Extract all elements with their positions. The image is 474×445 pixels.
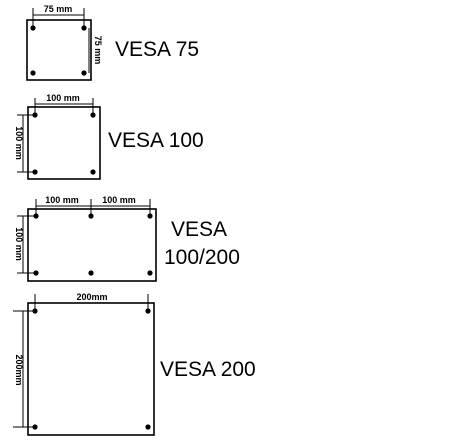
vesa-200-hole-bottom-right xyxy=(145,424,151,430)
vesa-200-dim-horizontal: 200mm xyxy=(76,292,107,302)
vesa-100-200-hole-top-middle xyxy=(88,213,94,219)
vesa-100-group: 100 mm 100 mm VESA 100 xyxy=(14,93,204,180)
vesa-100-200-group: 100 mm 100 mm 100 mm VESA 100/200 xyxy=(14,195,240,282)
vesa-100-plate xyxy=(27,106,101,180)
vesa-100-200-hole-bottom-left xyxy=(33,270,39,276)
vesa-100-200-dim-horizontal-right: 100 mm xyxy=(102,195,136,205)
vesa-200-hole-bottom-left xyxy=(32,424,38,430)
vesa-200-group: 200mm 200mm VESA 200 xyxy=(13,292,256,436)
vesa-75-hole-bottom-right xyxy=(81,70,87,76)
vesa-100-200-hole-top-left xyxy=(33,213,39,219)
vesa-100-200-hole-bottom-right xyxy=(147,270,153,276)
vesa-75-dim-vertical: 75 mm xyxy=(93,36,103,65)
vesa-100-hole-top-left xyxy=(32,112,38,118)
vesa-100-dim-horizontal: 100 mm xyxy=(46,93,80,103)
vesa-100-dim-vertical: 100 mm xyxy=(14,126,24,160)
vesa-100-200-dim-horizontal-left: 100 mm xyxy=(45,195,79,205)
vesa-75-label: VESA 75 xyxy=(115,38,199,61)
vesa-75-hole-top-right xyxy=(81,25,87,31)
vesa-75-plate xyxy=(26,19,92,81)
vesa-100-200-plate xyxy=(27,208,157,282)
vesa-75-group: 75 mm 75 mm VESA 75 xyxy=(26,4,199,81)
vesa-200-hole-top-left xyxy=(32,308,38,314)
vesa-200-label: VESA 200 xyxy=(160,358,256,381)
vesa-100-hole-bottom-right xyxy=(90,169,96,175)
vesa-100-200-label-line1: VESA xyxy=(171,218,227,241)
vesa-75-hole-top-left xyxy=(30,25,36,31)
vesa-100-200-hole-bottom-middle xyxy=(88,270,94,276)
vesa-200-dim-vertical: 200mm xyxy=(14,354,24,385)
vesa-100-200-dim-vertical: 100 mm xyxy=(14,227,24,261)
vesa-100-200-label-line2: 100/200 xyxy=(164,246,240,269)
vesa-100-200-hole-top-right xyxy=(147,213,153,219)
vesa-100-label: VESA 100 xyxy=(108,129,204,152)
vesa-200-hole-top-right xyxy=(145,308,151,314)
vesa-200-plate xyxy=(27,302,155,436)
vesa-75-dim-horizontal: 75 mm xyxy=(44,4,73,14)
vesa-100-hole-top-right xyxy=(90,112,96,118)
vesa-75-hole-bottom-left xyxy=(30,70,36,76)
vesa-100-hole-bottom-left xyxy=(32,169,38,175)
